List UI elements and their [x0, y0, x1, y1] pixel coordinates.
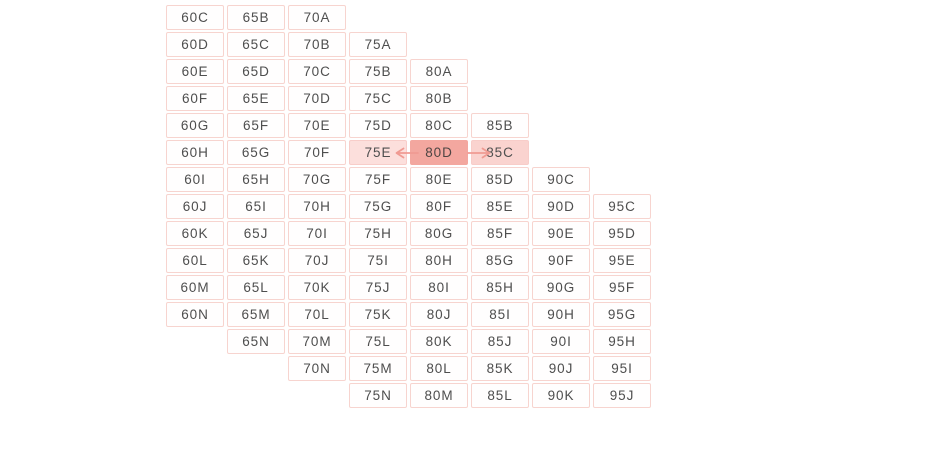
size-cell-60l[interactable]: 60L: [166, 248, 224, 273]
size-cell-60m[interactable]: 60M: [166, 275, 224, 300]
size-cell-85d[interactable]: 85D: [471, 167, 529, 192]
size-cell-80k[interactable]: 80K: [410, 329, 468, 354]
size-cell-75g[interactable]: 75G: [349, 194, 407, 219]
size-cell-70f[interactable]: 70F: [288, 140, 346, 165]
size-cell-80e[interactable]: 80E: [410, 167, 468, 192]
size-cell-80h[interactable]: 80H: [410, 248, 468, 273]
size-cell-70k[interactable]: 70K: [288, 275, 346, 300]
size-cell-70d[interactable]: 70D: [288, 86, 346, 111]
size-cell-60h[interactable]: 60H: [166, 140, 224, 165]
size-cell-90d[interactable]: 90D: [532, 194, 590, 219]
size-cell-90g[interactable]: 90G: [532, 275, 590, 300]
size-cell-85g[interactable]: 85G: [471, 248, 529, 273]
size-cell-70h[interactable]: 70H: [288, 194, 346, 219]
size-cell-60g[interactable]: 60G: [166, 113, 224, 138]
size-cell-80a[interactable]: 80A: [410, 59, 468, 84]
size-cell-95d[interactable]: 95D: [593, 221, 651, 246]
size-cell-75l[interactable]: 75L: [349, 329, 407, 354]
size-cell-80m[interactable]: 80M: [410, 383, 468, 408]
size-cell-85j[interactable]: 85J: [471, 329, 529, 354]
size-cell-70m[interactable]: 70M: [288, 329, 346, 354]
size-cell-90j[interactable]: 90J: [532, 356, 590, 381]
size-cell-60d[interactable]: 60D: [166, 32, 224, 57]
size-cell-60e[interactable]: 60E: [166, 59, 224, 84]
size-cell-65l[interactable]: 65L: [227, 275, 285, 300]
size-cell-70a[interactable]: 70A: [288, 5, 346, 30]
size-cell-75i[interactable]: 75I: [349, 248, 407, 273]
size-cell-85h[interactable]: 85H: [471, 275, 529, 300]
size-cell-95h[interactable]: 95H: [593, 329, 651, 354]
size-cell-90k[interactable]: 90K: [532, 383, 590, 408]
size-cell-90c[interactable]: 90C: [532, 167, 590, 192]
size-cell-95e[interactable]: 95E: [593, 248, 651, 273]
size-cell-75n[interactable]: 75N: [349, 383, 407, 408]
size-cell-65d[interactable]: 65D: [227, 59, 285, 84]
size-cell-90h[interactable]: 90H: [532, 302, 590, 327]
size-cell-60c[interactable]: 60C: [166, 5, 224, 30]
size-cell-60f[interactable]: 60F: [166, 86, 224, 111]
size-cell-90e[interactable]: 90E: [532, 221, 590, 246]
size-cell-80b[interactable]: 80B: [410, 86, 468, 111]
size-cell-65c[interactable]: 65C: [227, 32, 285, 57]
size-cell-70l[interactable]: 70L: [288, 302, 346, 327]
size-cell-60k[interactable]: 60K: [166, 221, 224, 246]
size-cell-70b[interactable]: 70B: [288, 32, 346, 57]
size-cell-75k[interactable]: 75K: [349, 302, 407, 327]
size-cell-80d[interactable]: 80D: [410, 140, 468, 165]
size-cell-90f[interactable]: 90F: [532, 248, 590, 273]
size-cell-75e[interactable]: 75E: [349, 140, 407, 165]
size-cell-85f[interactable]: 85F: [471, 221, 529, 246]
size-cell-75f[interactable]: 75F: [349, 167, 407, 192]
size-cell-95i[interactable]: 95I: [593, 356, 651, 381]
size-cell-70c[interactable]: 70C: [288, 59, 346, 84]
size-cell-65f[interactable]: 65F: [227, 113, 285, 138]
size-cell-85c[interactable]: 85C: [471, 140, 529, 165]
size-cell-75c[interactable]: 75C: [349, 86, 407, 111]
size-cell-95j[interactable]: 95J: [593, 383, 651, 408]
size-cell-65n[interactable]: 65N: [227, 329, 285, 354]
size-cell-70j[interactable]: 70J: [288, 248, 346, 273]
size-cell-80g[interactable]: 80G: [410, 221, 468, 246]
size-cell-85k[interactable]: 85K: [471, 356, 529, 381]
size-cell-85l[interactable]: 85L: [471, 383, 529, 408]
size-cell-70g[interactable]: 70G: [288, 167, 346, 192]
size-cell-85b[interactable]: 85B: [471, 113, 529, 138]
size-cell-65g[interactable]: 65G: [227, 140, 285, 165]
size-cell-60j[interactable]: 60J: [166, 194, 224, 219]
size-cell-95g[interactable]: 95G: [593, 302, 651, 327]
size-cell-80c[interactable]: 80C: [410, 113, 468, 138]
size-cell-80l[interactable]: 80L: [410, 356, 468, 381]
size-cell-80i[interactable]: 80I: [410, 275, 468, 300]
size-cell-95f[interactable]: 95F: [593, 275, 651, 300]
size-cell-70n[interactable]: 70N: [288, 356, 346, 381]
size-cell-80j[interactable]: 80J: [410, 302, 468, 327]
size-cell-65b[interactable]: 65B: [227, 5, 285, 30]
size-cell-85i[interactable]: 85I: [471, 302, 529, 327]
size-cell-75a[interactable]: 75A: [349, 32, 407, 57]
size-cell-75m[interactable]: 75M: [349, 356, 407, 381]
size-cell-60n[interactable]: 60N: [166, 302, 224, 327]
size-cell-95c[interactable]: 95C: [593, 194, 651, 219]
size-cell-65e[interactable]: 65E: [227, 86, 285, 111]
size-cell-90i[interactable]: 90I: [532, 329, 590, 354]
size-cell-65m[interactable]: 65M: [227, 302, 285, 327]
size-cell-75d[interactable]: 75D: [349, 113, 407, 138]
size-cell-85e[interactable]: 85E: [471, 194, 529, 219]
size-cell-70e[interactable]: 70E: [288, 113, 346, 138]
size-cell-65i[interactable]: 65I: [227, 194, 285, 219]
size-cell-70i[interactable]: 70I: [288, 221, 346, 246]
size-cell-75j[interactable]: 75J: [349, 275, 407, 300]
size-cell-65j[interactable]: 65J: [227, 221, 285, 246]
size-cell-65k[interactable]: 65K: [227, 248, 285, 273]
size-cell-75h[interactable]: 75H: [349, 221, 407, 246]
size-cell-75b[interactable]: 75B: [349, 59, 407, 84]
size-cell-60i[interactable]: 60I: [166, 167, 224, 192]
size-cell-80f[interactable]: 80F: [410, 194, 468, 219]
size-cell-65h[interactable]: 65H: [227, 167, 285, 192]
